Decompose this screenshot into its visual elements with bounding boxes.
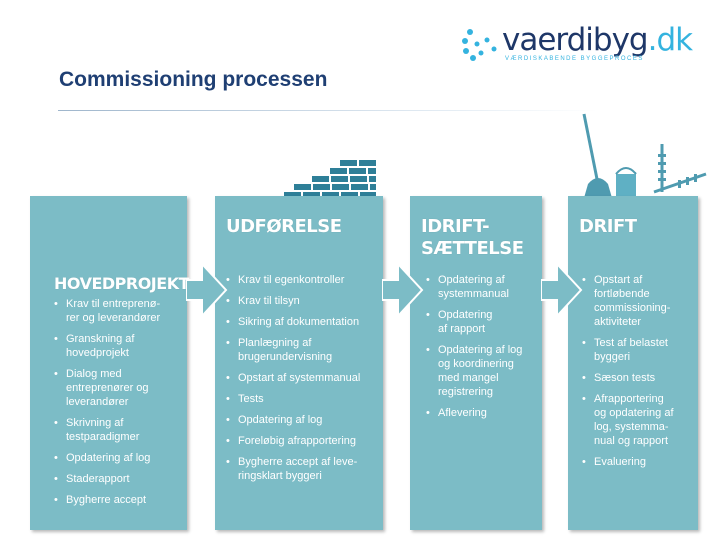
list-item: Dialog med entreprenører og leverandører xyxy=(54,367,184,409)
logo-wordmark: vaerdibyg.dk xyxy=(502,22,693,58)
list-item: Evaluering xyxy=(582,455,696,469)
list-item: Opdatering af log xyxy=(226,413,378,427)
list-item: Staderapport xyxy=(54,472,184,486)
list-item: Krav til entreprenø- rer og leverandører xyxy=(54,297,184,325)
list-item: Planlægning af brugerundervisning xyxy=(226,336,378,364)
item-list: Opdatering af systemmanual Opdatering af… xyxy=(426,273,538,427)
list-item: Opdatering af log xyxy=(54,451,184,465)
list-item: Krav til tilsyn xyxy=(226,294,378,308)
list-item: Granskning af hovedprojekt xyxy=(54,332,184,360)
list-item: Opstart af fortløbende commissioning- ak… xyxy=(582,273,696,329)
arrow-right-icon xyxy=(186,262,228,318)
brick-wall-icon xyxy=(284,160,376,198)
list-item: Test af belastet byggeri xyxy=(582,336,696,364)
list-item: Opdatering af log og koordinering med ma… xyxy=(426,343,538,399)
list-item: Bygherre accept af leve- ringsklart bygg… xyxy=(226,455,378,483)
column-hovedprojekt: HOVEDPROJEKT Krav til entreprenø- rer og… xyxy=(30,196,190,530)
item-list: Krav til egenkontroller Krav til tilsyn … xyxy=(226,273,378,490)
page-title: Commissioning processen xyxy=(59,68,328,91)
list-item: Tests xyxy=(226,392,378,406)
list-item: Krav til egenkontroller xyxy=(226,273,378,287)
list-item: Opstart af systemmanual xyxy=(226,371,378,385)
logo-tagline: VÆRDISKABENDE BYGGEPROCES xyxy=(505,56,644,62)
vaerdibyg-logo: vaerdibyg.dk VÆRDISKABENDE BYGGEPROCES xyxy=(462,22,708,66)
column-heading: IDRIFT- SÆTTELSE xyxy=(421,216,524,259)
column-heading: UDFØRELSE xyxy=(226,216,342,237)
title-divider xyxy=(58,110,598,111)
column-udforelse: UDFØRELSE Krav til egenkontroller Krav t… xyxy=(215,196,383,530)
column-heading: HOVEDPROJEKT xyxy=(54,274,190,293)
list-item: Sikring af dokumentation xyxy=(226,315,378,329)
list-item: Aflevering xyxy=(426,406,538,420)
arrow-right-icon xyxy=(541,262,583,318)
arrow-right-icon xyxy=(382,262,424,318)
logo-dots-icon xyxy=(462,29,497,61)
list-item: Afrapportering og opdatering af log, sys… xyxy=(582,392,696,448)
list-item: Foreløbig afrapportering xyxy=(226,434,378,448)
list-item: Skrivning af testparadigmer xyxy=(54,416,184,444)
list-item: Bygherre accept xyxy=(54,493,184,507)
list-item: Opdatering af rapport xyxy=(426,308,538,336)
cleaning-tools-icon xyxy=(582,113,707,198)
list-item: Sæson tests xyxy=(582,371,696,385)
list-item: Opdatering af systemmanual xyxy=(426,273,538,301)
item-list: Opstart af fortløbende commissioning- ak… xyxy=(582,273,696,476)
item-list: Krav til entreprenø- rer og leverandører… xyxy=(54,297,184,514)
column-idriftsaettelse: IDRIFT- SÆTTELSE Opdatering af systemman… xyxy=(410,196,542,530)
column-drift: DRIFT Opstart af fortløbende commissioni… xyxy=(568,196,698,530)
column-heading: DRIFT xyxy=(579,216,637,237)
